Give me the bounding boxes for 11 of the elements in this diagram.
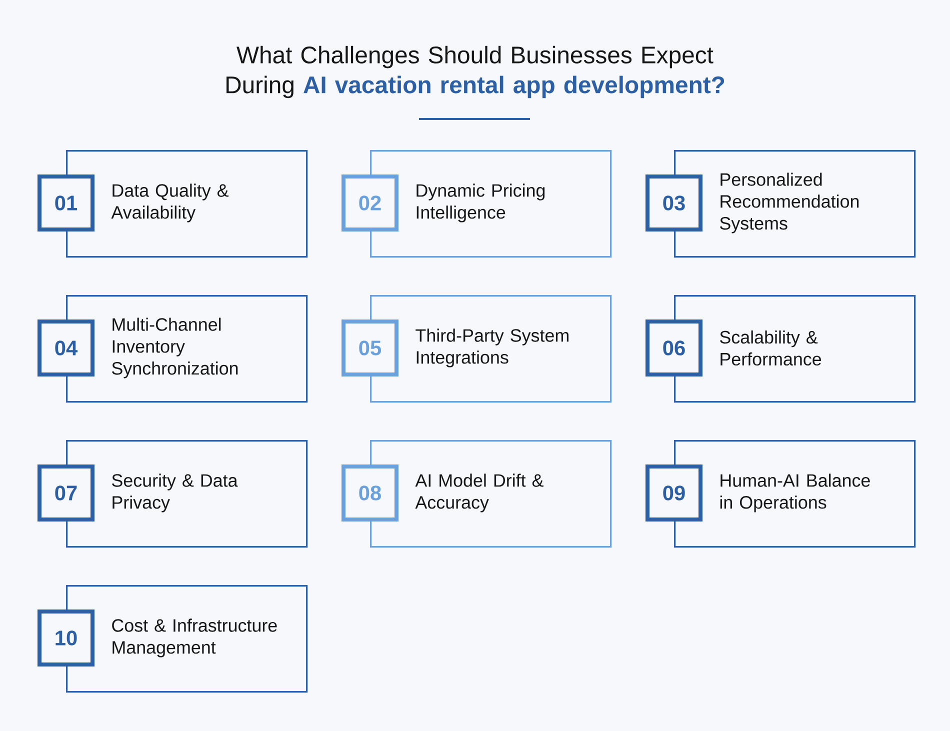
number-badge: 04 xyxy=(38,320,94,376)
number-badge: 03 xyxy=(646,174,702,232)
title: What Challenges Should Businesses Expect During AI vacation rental app development? xyxy=(226,46,724,98)
number-badge: 09 xyxy=(646,464,702,522)
number-badge: 01 xyxy=(38,174,94,232)
number-badge: 07 xyxy=(38,464,94,522)
number-badge: 05 xyxy=(342,320,398,376)
number-badge: 02 xyxy=(342,174,398,232)
number-badge: 10 xyxy=(38,610,94,666)
number-badge: 08 xyxy=(342,464,398,522)
number-badge: 06 xyxy=(646,320,702,376)
